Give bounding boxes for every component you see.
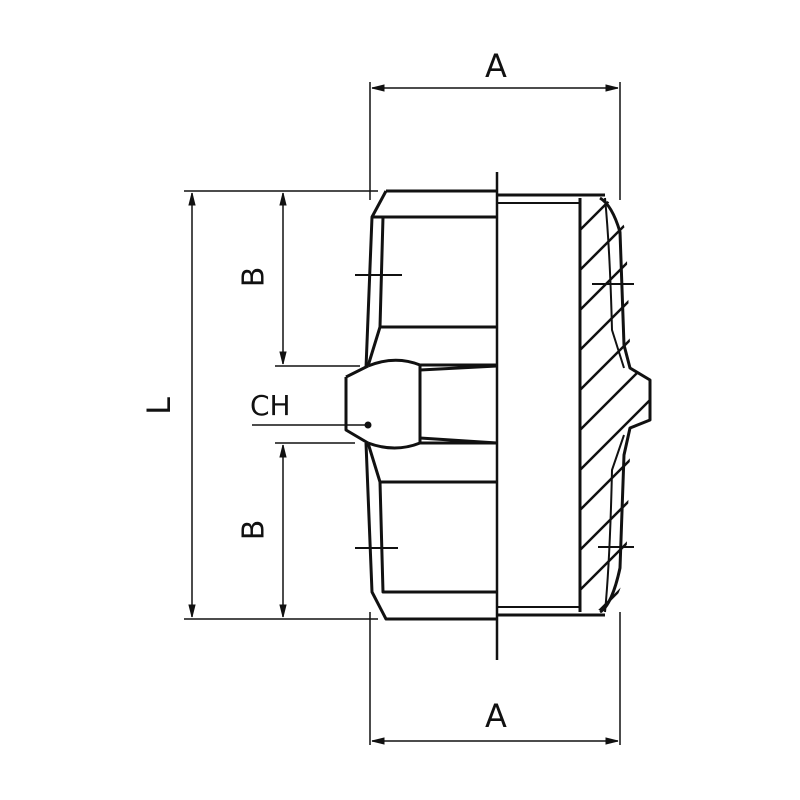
dimension-b-lower-label: B — [236, 519, 272, 541]
dimension-a-bottom-label: A — [485, 697, 507, 735]
fitting-external-view — [344, 172, 499, 660]
hex-ch-label: CH — [250, 389, 291, 422]
dimension-l — [184, 190, 378, 620]
dimension-b-upper — [275, 192, 360, 367]
dimension-a-top-label: A — [485, 47, 507, 85]
dimension-l-label: L — [139, 397, 178, 415]
dimension-a-top — [369, 82, 621, 200]
dimension-a-bottom — [369, 612, 621, 745]
dimension-b-lower — [275, 442, 355, 618]
hex-leader-line — [252, 421, 372, 429]
fitting-section-view — [497, 193, 652, 617]
dimension-b-upper-label: B — [236, 266, 272, 288]
